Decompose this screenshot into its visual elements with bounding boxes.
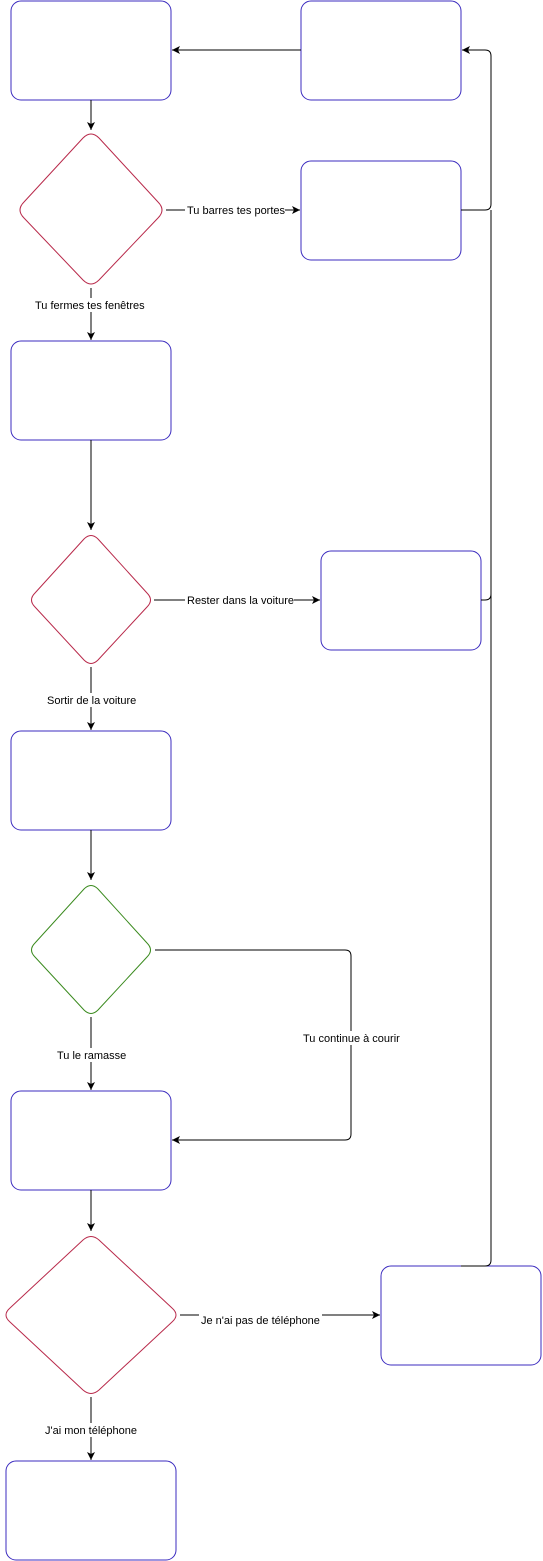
box-h[interactable]: [380, 1265, 542, 1366]
label-rester-dans-la-voiture: Rester dans la voiture: [187, 595, 294, 607]
decision-3[interactable]: [31, 885, 151, 1014]
box-a[interactable]: [10, 0, 172, 101]
box-g[interactable]: [10, 1090, 172, 1191]
edge-box-c-to-box-b: [461, 46, 492, 211]
label-tu-barres-tes-portes: Tu barres tes portes: [187, 205, 286, 217]
label-je-nai-pas-de-telephone: Je n'ai pas de téléphone: [201, 1315, 320, 1327]
box-e[interactable]: [320, 550, 482, 651]
edge-box-h-to-loop: [461, 210, 492, 1267]
decision-4[interactable]: [5, 1236, 177, 1394]
box-f[interactable]: [10, 730, 172, 831]
box-c[interactable]: [300, 160, 462, 261]
box-i[interactable]: [5, 1460, 177, 1561]
box-b[interactable]: [300, 0, 462, 101]
label-tu-le-ramasse: Tu le ramasse: [57, 1050, 126, 1062]
edge-box-e-to-loop: [481, 593, 492, 601]
label-tu-continue-a-courir: Tu continue à courir: [303, 1033, 400, 1045]
label-jai-mon-telephone: J'ai mon téléphone: [45, 1425, 137, 1437]
decision-2[interactable]: [31, 535, 151, 664]
label-sortir-de-la-voiture: Sortir de la voiture: [47, 695, 136, 707]
decision-1[interactable]: [19, 133, 163, 285]
label-tu-fermes-tes-fenetres: Tu fermes tes fenêtres: [35, 300, 145, 312]
box-d[interactable]: [10, 340, 172, 441]
